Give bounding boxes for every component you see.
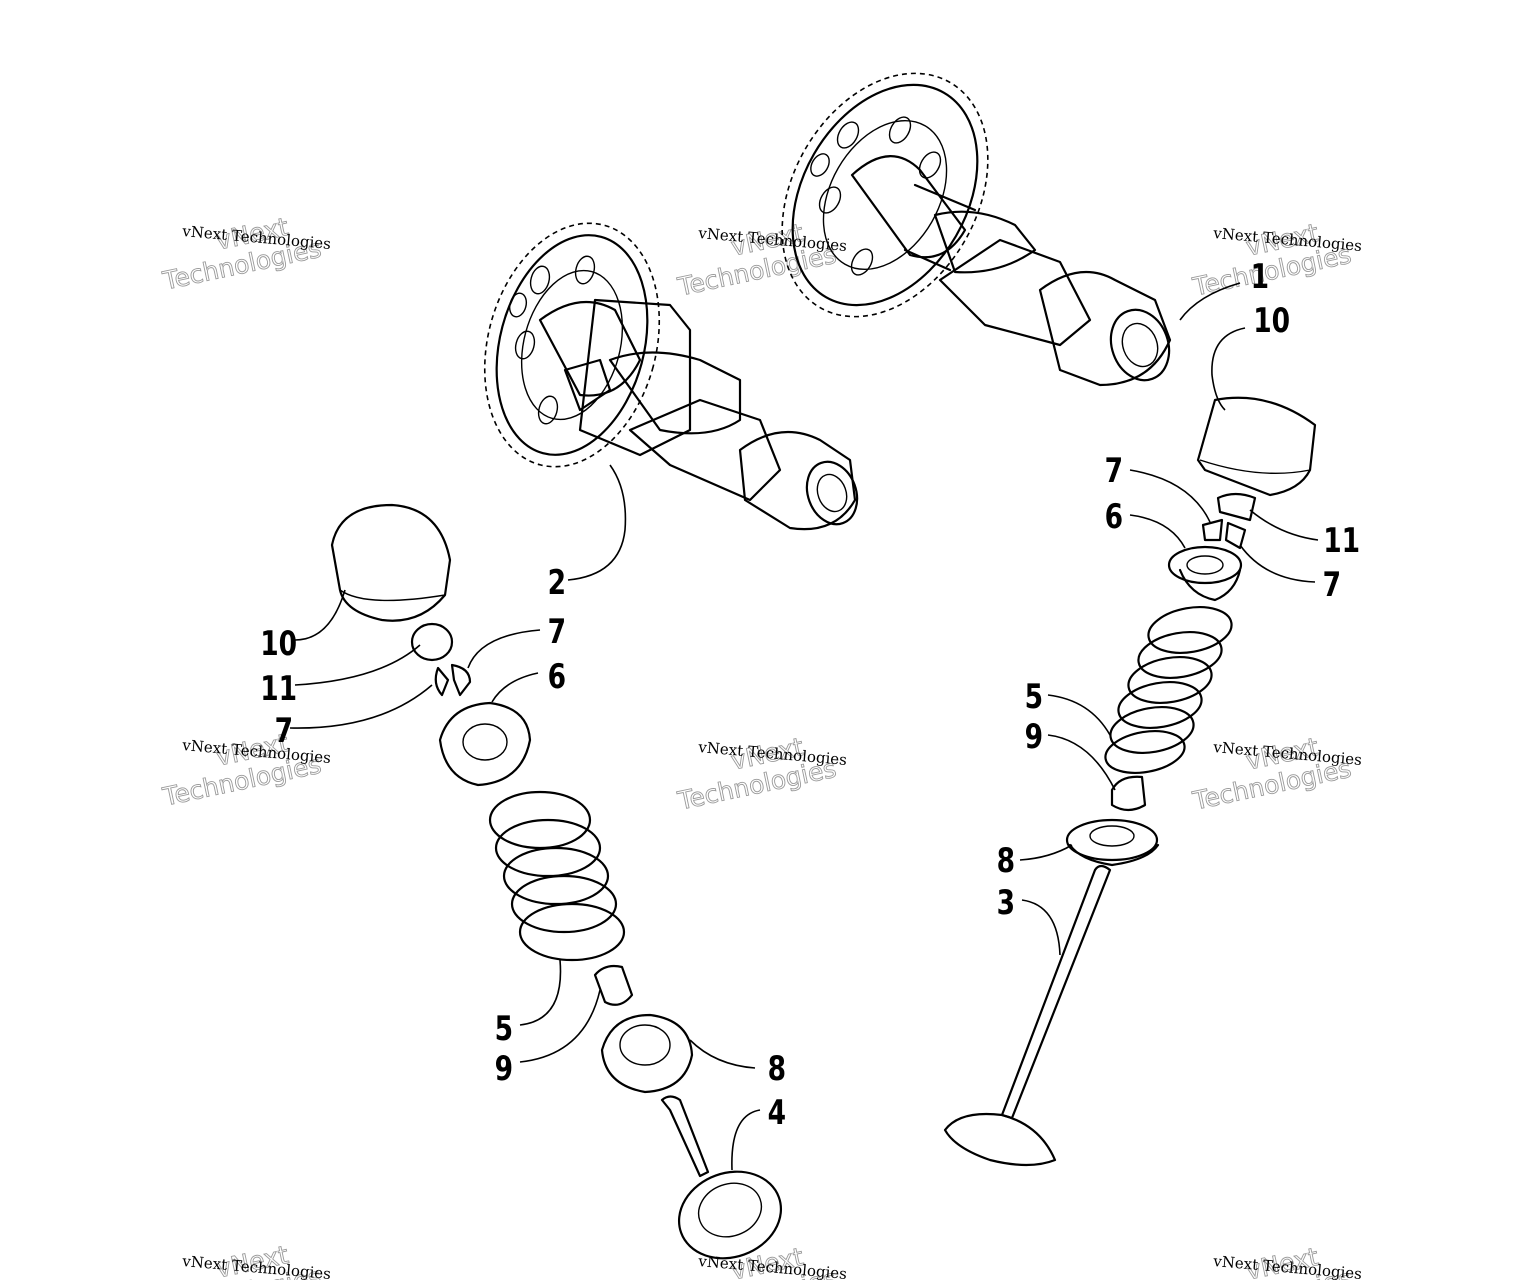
leader-lines <box>289 282 1319 1171</box>
callout-9-left: 9 <box>495 1050 513 1089</box>
retainer-6-right <box>1167 545 1243 602</box>
callout-8-left: 8 <box>768 1050 786 1089</box>
camshaft-2-drawing <box>483 222 859 531</box>
cam-sprocket-2 <box>483 222 661 468</box>
spring-seat-8-right <box>1065 818 1160 867</box>
callout-7-left-lower: 7 <box>275 712 293 751</box>
watermark: vNext Technologies <box>159 728 324 813</box>
camshaft-1-drawing <box>781 72 1172 387</box>
callout-6-left: 6 <box>548 658 566 697</box>
watermark: vNext Technologies <box>159 212 324 297</box>
valve-seal-9-right <box>1110 775 1147 812</box>
retainer-6-left <box>438 701 532 787</box>
spring-seat-8-left <box>600 1013 694 1094</box>
callout-11-right: 11 <box>1323 522 1360 561</box>
watermark: vNext Technologies <box>674 732 839 817</box>
callout-7-left-upper: 7 <box>548 613 566 652</box>
valve-3-right <box>943 864 1112 1167</box>
callout-6-right: 6 <box>1105 498 1123 537</box>
tappet-10-left <box>330 503 452 622</box>
callout-10-left: 10 <box>260 625 297 664</box>
shim-11-right <box>1216 492 1257 522</box>
callout-11-left: 11 <box>260 670 297 709</box>
callout-1: 1 <box>1251 258 1269 297</box>
valve-4-left <box>660 1095 783 1260</box>
callout-7-right-lower: 7 <box>1323 566 1341 605</box>
callout-labels: 1 10 7 6 11 7 5 9 8 3 2 10 11 7 6 7 5 9 … <box>260 258 1360 1133</box>
keepers-7-right <box>1201 518 1247 550</box>
shim-11-left <box>410 622 454 662</box>
callout-4: 4 <box>768 1094 786 1133</box>
watermark: vNext Technologies <box>1189 732 1354 817</box>
callout-3: 3 <box>997 884 1015 923</box>
callout-5-left: 5 <box>495 1010 513 1049</box>
callout-5-right: 5 <box>1025 678 1043 717</box>
callout-10-right: 10 <box>1253 302 1290 341</box>
callout-2: 2 <box>548 564 566 603</box>
spring-5-right <box>1104 606 1233 774</box>
keepers-7-left <box>434 663 472 697</box>
cam-sprocket-1 <box>781 72 989 318</box>
callout-9-right: 9 <box>1025 718 1043 757</box>
tappet-10-right <box>1196 396 1317 497</box>
valve-seal-9-left <box>593 964 634 1006</box>
callout-7-right-upper: 7 <box>1105 452 1123 491</box>
callout-8-right: 8 <box>997 842 1015 881</box>
spring-5-left <box>488 790 626 962</box>
